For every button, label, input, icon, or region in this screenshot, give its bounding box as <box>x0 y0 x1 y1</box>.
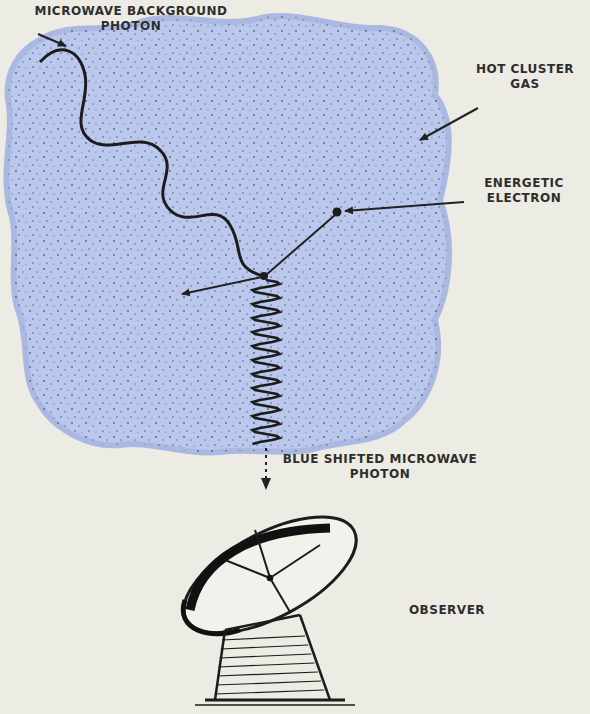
scatter-point <box>260 272 268 280</box>
callout-label: MICROWAVE BACKGROUND PHOTON <box>6 4 256 34</box>
callout-label: ENERGETIC ELECTRON <box>462 176 586 206</box>
callout-label: BLUE SHIFTED MICROWAVE PHOTON <box>270 452 490 482</box>
background-photon <box>40 50 262 276</box>
electron-path <box>182 277 262 294</box>
observer-label: OBSERVER <box>392 603 502 618</box>
callout-label: HOT CLUSTER GAS <box>470 62 580 92</box>
leader-arrow <box>345 202 464 211</box>
leader-arrow <box>420 108 478 140</box>
radio-telescope <box>166 493 373 705</box>
gas-stipple <box>6 16 449 452</box>
arrow-head <box>261 478 271 490</box>
dotted-path <box>265 448 267 480</box>
blue-shifted-photon <box>252 280 279 444</box>
gas-cloud <box>6 16 449 452</box>
electron-path <box>266 215 335 275</box>
leader-arrow <box>38 34 66 46</box>
